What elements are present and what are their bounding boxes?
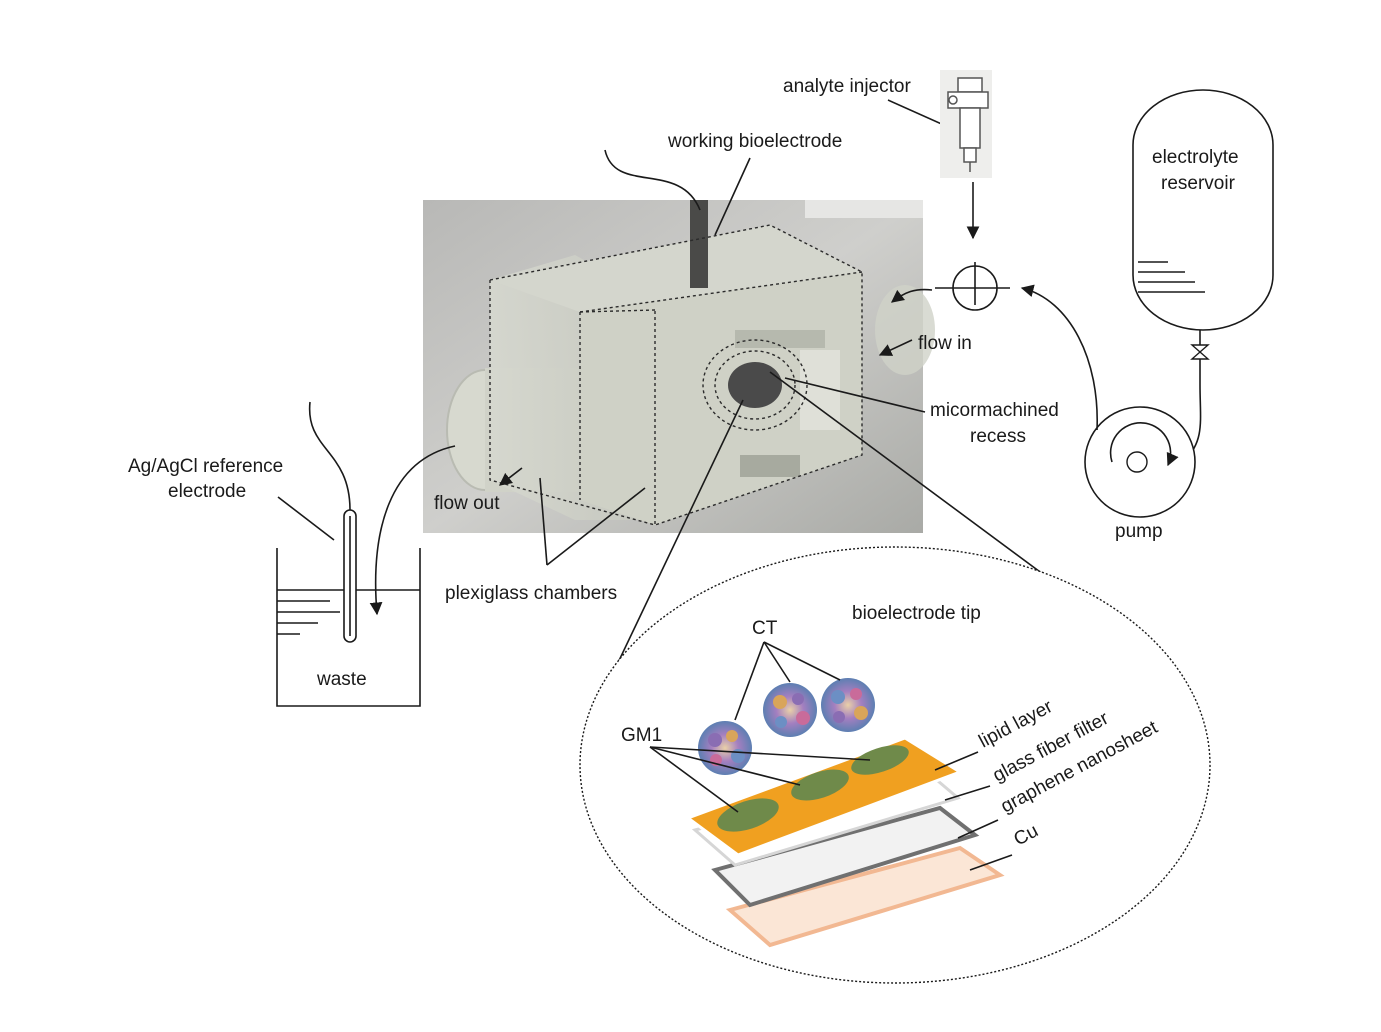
micromachined-recess [728,362,782,408]
working-bioelectrode-rod [690,200,708,288]
ct-label: CT [752,618,778,639]
ct-molecule [698,721,752,775]
pump-icon [1084,406,1196,518]
pump-label: pump [1115,521,1163,542]
recess-leader [784,377,926,413]
reference-electrode-label-1: Ag/AgCl reference [128,456,283,477]
electrolyte-reservoir-icon [1132,89,1274,385]
reference-electrode-wire [308,401,351,511]
gm1-patch [851,745,909,775]
injector-icon [940,70,992,178]
copper-layer [725,845,1005,948]
working-bioelectrode-leader [714,157,751,236]
top-face [490,225,862,312]
analyte-injector-label: analyte injector [783,76,911,97]
bioelectrode-tip-label: bioelectrode tip [852,603,981,624]
gm1-label: GM1 [621,725,662,746]
electrolyte-reservoir-label-2: reservoir [1161,173,1236,194]
zoom-line-left [604,399,744,691]
recess-label-1: micormachined [930,400,1059,421]
graphene-layer [711,805,980,908]
gm1-patch [791,769,849,801]
flow-out-label: flow out [434,493,500,514]
bioelectrode-wire [604,149,701,211]
waste-label: waste [316,669,367,690]
ct-molecule [763,683,817,737]
reference-electrode-label-2: electrode [168,481,246,502]
waste-container-icon [276,509,421,707]
working-bioelectrode-label: working bioelectrode [667,131,842,152]
flow-in-label: flow in [918,333,972,354]
gm1-patch [717,798,779,832]
plexiglass-chambers-label: plexiglass chambers [445,583,617,604]
ct-molecule [821,678,875,732]
electrolyte-reservoir-label-1: electrolyte [1152,147,1239,168]
recess-label-2: recess [970,426,1026,447]
valve-icon [935,262,1010,311]
reference-electrode-leader [277,496,335,541]
electrode-layer-stack [684,736,1005,948]
flow-cell-photo [423,200,935,533]
